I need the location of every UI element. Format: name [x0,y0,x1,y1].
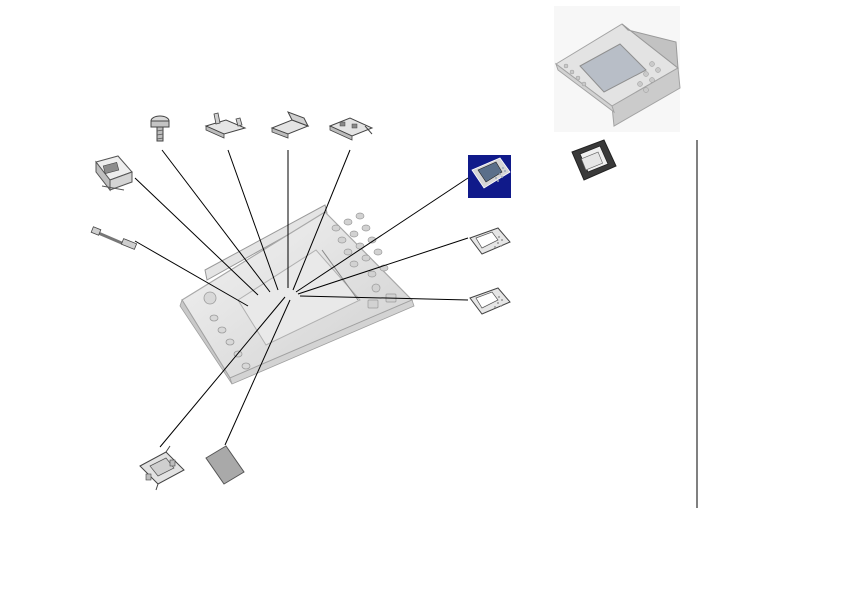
cable-part [90,226,138,250]
leader-lines [134,149,469,448]
keypad-overlay-part-a [469,227,511,255]
mounting-plate-part [139,445,185,491]
bracket-part-b [270,111,310,139]
control-panel-assembly-reference [554,6,681,132]
keypad-overlay-part-b [469,287,511,315]
control-panel-bezel [179,204,415,385]
bracket-part-c [328,117,374,141]
bracket-part-a [204,112,247,139]
gasket-sheet-part [205,445,245,485]
usb-port-housing-part [95,155,133,192]
connector-frame-reference [571,139,617,181]
touchscreen-display-part [468,155,511,198]
screw-part [150,115,170,142]
